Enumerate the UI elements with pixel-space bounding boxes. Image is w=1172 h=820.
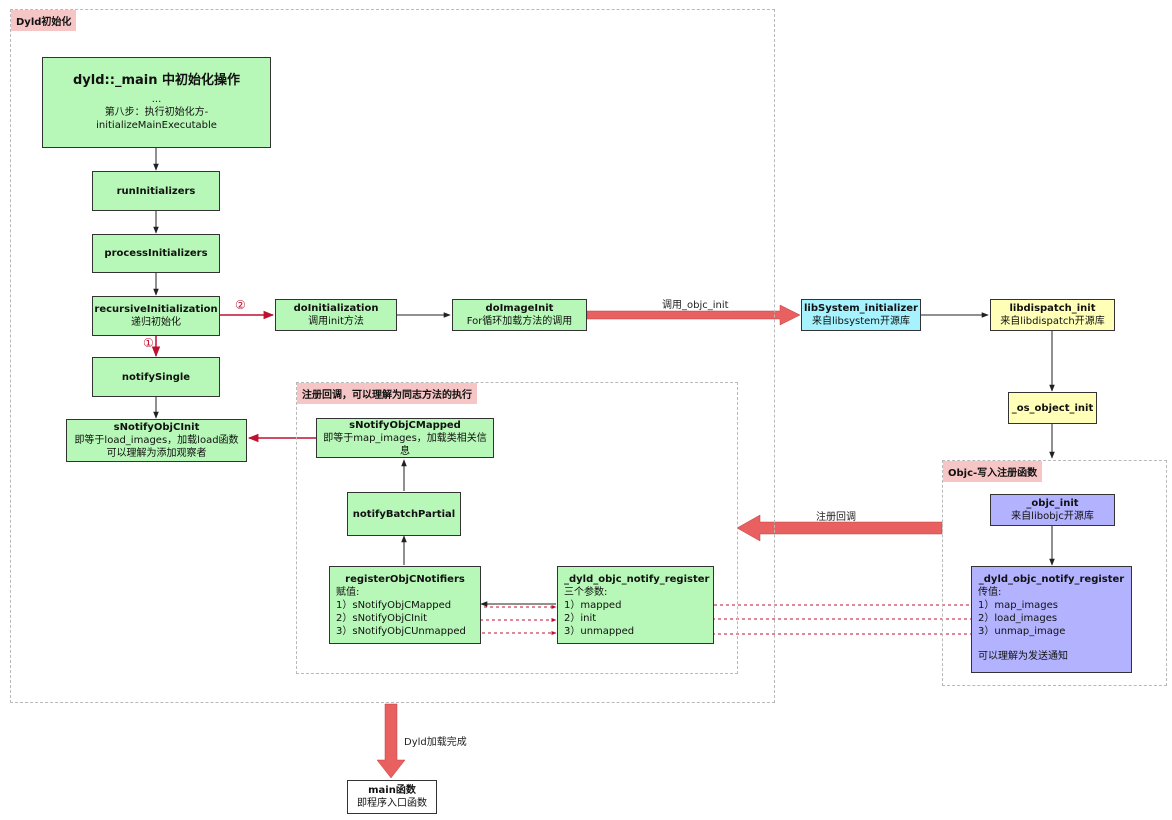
node-dyld-objc-notify-register-right-item: 2）load_images: [978, 613, 1058, 624]
node-recursive-initialization-subtitle: 递归初始化: [131, 317, 181, 328]
node-register-objc-notifiers-item: 3）sNotifyObjCUnmapped: [336, 626, 466, 637]
node-dyld-objc-notify-register-mid-item: 2）init: [564, 613, 597, 624]
node-recursive-initialization[interactable]: recursiveInitialization 递归初始化: [92, 296, 220, 336]
node-do-image-init-subtitle: For循环加载方法的调用: [466, 316, 573, 327]
node-do-image-init[interactable]: doImageInit For循环加载方法的调用: [452, 299, 587, 331]
node-dyld-objc-notify-register-mid-title: _dyld_objc_notify_register: [564, 574, 710, 585]
node-do-image-init-title: doImageInit: [485, 303, 554, 314]
node-s-notify-objc-mapped-subtitle: 即等于map_images，加载类相关信息: [323, 432, 487, 457]
node-objc-init[interactable]: _objc_init 来自libobjc开源库: [990, 494, 1115, 526]
node-main-func-title: main函数: [368, 785, 416, 796]
node-libdispatch-init-title: libdispatch_init: [1009, 303, 1096, 314]
node-register-objc-notifiers-label: 赋值:: [336, 587, 360, 598]
node-dyld-main-line2: 第八步：执行初始化方-initializeMainExecutable: [96, 106, 217, 131]
edge-label-register-callback: 注册回调: [816, 512, 856, 523]
node-process-initializers-title: processInitializers: [104, 248, 208, 259]
node-objc-init-title: _objc_init: [1026, 498, 1079, 509]
node-main-func[interactable]: main函数 即程序入口函数: [347, 780, 437, 814]
node-s-notify-objc-init[interactable]: sNotifyObjCInit 即等于load_images，加载load函数 …: [66, 419, 247, 462]
node-do-initialization-title: doInitialization: [293, 303, 379, 314]
node-dyld-objc-notify-register-right-item: 1）map_images: [978, 600, 1058, 611]
node-register-objc-notifiers-item: 1）sNotifyObjCMapped: [336, 600, 452, 611]
node-dyld-main[interactable]: dyld::_main 中初始化操作 ... 第八步：执行初始化方-initia…: [42, 57, 271, 148]
node-dyld-main-title: dyld::_main 中初始化操作: [73, 72, 240, 88]
node-do-initialization-subtitle: 调用init方法: [308, 316, 364, 327]
node-do-initialization[interactable]: doInitialization 调用init方法: [275, 299, 397, 331]
node-register-objc-notifiers[interactable]: registerObjCNotifiers 赋值: 1）sNotifyObjCM…: [329, 566, 481, 644]
node-notify-single[interactable]: notifySingle: [92, 357, 220, 397]
node-main-func-subtitle: 即程序入口函数: [357, 798, 427, 809]
node-register-objc-notifiers-title: registerObjCNotifiers: [345, 574, 465, 585]
node-objc-init-subtitle: 来自libobjc开源库: [1011, 511, 1094, 522]
node-dyld-objc-notify-register-right-label: 传值:: [978, 587, 1002, 598]
node-dyld-objc-notify-register-mid-item: 3）unmapped: [564, 626, 635, 637]
edge-label-dyld-loaded: Dyld加载完成: [404, 737, 467, 748]
node-dyld-objc-notify-register-right-title: _dyld_objc_notify_register: [978, 574, 1125, 585]
group-objc-register-label: Objc-写入注册函数: [943, 461, 1043, 482]
node-notify-batch-partial[interactable]: notifyBatchPartial: [347, 492, 461, 536]
node-notify-single-title: notifySingle: [121, 371, 191, 383]
group-objc-register: Objc-写入注册函数: [942, 460, 1167, 686]
group-register-callback-label: 注册回调，可以理解为同志方法的执行: [297, 383, 477, 404]
node-run-initializers-title: runInitializers: [116, 185, 196, 197]
node-dyld-main-line1: ...: [151, 93, 162, 105]
node-dyld-objc-notify-register-mid-item: 1）mapped: [564, 600, 622, 611]
node-dyld-objc-notify-register-right-item: 3）unmap_image: [978, 626, 1066, 637]
node-s-notify-objc-init-line1: 即等于load_images，加载load函数: [74, 435, 239, 446]
node-s-notify-objc-init-line2: 可以理解为添加观察者: [106, 448, 207, 459]
group-dyld-init-label: Dyld初始化: [11, 10, 77, 31]
node-s-notify-objc-init-title: sNotifyObjCInit: [113, 422, 200, 433]
node-libdispatch-init[interactable]: libdispatch_init 来自libdispatch开源库: [990, 299, 1115, 331]
node-s-notify-objc-mapped[interactable]: sNotifyObjCMapped 即等于map_images，加载类相关信息: [316, 418, 494, 458]
node-os-object-init-title: _os_object_init: [1011, 402, 1094, 414]
node-libdispatch-init-subtitle: 来自libdispatch开源库: [1000, 316, 1105, 327]
node-notify-batch-partial-title: notifyBatchPartial: [352, 508, 456, 520]
node-recursive-initialization-title: recursiveInitialization: [94, 304, 218, 315]
node-libsystem-initializer[interactable]: libSystem_initializer 来自libsystem开源库: [801, 299, 921, 331]
node-dyld-objc-notify-register-right-note: 可以理解为发送通知: [978, 651, 1068, 662]
node-process-initializers[interactable]: processInitializers: [92, 234, 220, 273]
node-dyld-objc-notify-register-mid-label: 三个参数:: [564, 587, 608, 598]
node-libsystem-initializer-title: libSystem_initializer: [804, 303, 918, 314]
node-dyld-objc-notify-register-right[interactable]: _dyld_objc_notify_register 传值: 1）map_ima…: [971, 566, 1132, 673]
node-register-objc-notifiers-item: 2）sNotifyObjCInit: [336, 613, 428, 624]
group-dyld-init: Dyld初始化: [10, 9, 775, 703]
node-s-notify-objc-mapped-title: sNotifyObjCMapped: [349, 419, 461, 431]
fat-arrow-dyld-loaded: [376, 703, 406, 779]
node-run-initializers[interactable]: runInitializers: [92, 171, 220, 211]
circle-step-1: ①: [143, 336, 154, 350]
node-os-object-init[interactable]: _os_object_init: [1008, 392, 1097, 424]
group-register-callback: 注册回调，可以理解为同志方法的执行: [296, 382, 738, 674]
node-dyld-objc-notify-register-mid[interactable]: _dyld_objc_notify_register 三个参数: 1）mappe…: [557, 566, 714, 644]
node-libsystem-initializer-subtitle: 来自libsystem开源库: [811, 316, 911, 327]
circle-step-2: ②: [235, 298, 246, 312]
edge-label-call-objc-init: 调用_objc_init: [662, 300, 729, 311]
